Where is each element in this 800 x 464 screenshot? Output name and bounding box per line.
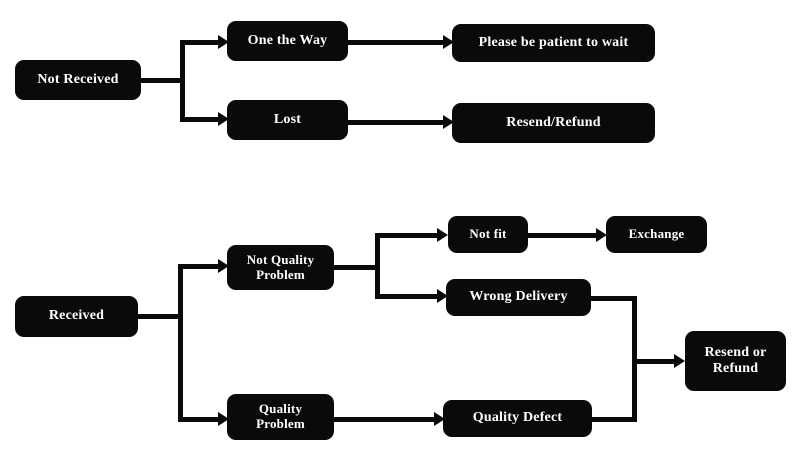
connector-to-wrong-delivery <box>375 294 439 299</box>
connector-to-not-quality-problem <box>178 264 220 269</box>
arrowhead-to-exchange <box>596 228 607 242</box>
arrowhead-to-not-fit <box>437 228 448 242</box>
node-not-quality-problem[interactable]: Not Quality Problem <box>227 245 334 290</box>
arrowhead-to-not-quality-problem <box>218 259 229 273</box>
connector-quality-defect-to-merge <box>592 417 637 422</box>
arrowhead-to-lost <box>218 112 229 126</box>
connector-not-received-split <box>180 40 185 122</box>
arrowhead-to-wrong-delivery <box>437 289 448 303</box>
node-resend-refund[interactable]: Resend/Refund <box>452 103 655 143</box>
arrowhead-to-resend-refund <box>443 115 454 129</box>
connector-to-quality-problem <box>178 417 220 422</box>
node-received[interactable]: Received <box>15 296 138 337</box>
arrowhead-to-quality-problem <box>218 412 229 426</box>
connector-merge-to-resend-or-refund <box>632 359 677 364</box>
node-wrong-delivery[interactable]: Wrong Delivery <box>446 279 591 316</box>
connector-lost-to-resend-refund <box>348 120 445 125</box>
connector-wrong-delivery-to-merge <box>591 296 637 301</box>
connector-not-quality-problem-stem <box>334 265 379 270</box>
node-resend-or-refund[interactable]: Resend or Refund <box>685 331 786 391</box>
arrowhead-to-resend-or-refund <box>674 354 685 368</box>
connector-quality-problem-to-quality-defect <box>334 417 436 422</box>
arrowhead-to-please-wait <box>443 35 454 49</box>
node-please-be-patient-to-wait[interactable]: Please be patient to wait <box>452 24 655 62</box>
connector-not-received-stem <box>140 78 185 83</box>
connector-to-lost <box>180 117 220 122</box>
connector-to-not-fit <box>375 233 439 238</box>
arrowhead-to-one-the-way <box>218 35 229 49</box>
node-quality-defect[interactable]: Quality Defect <box>443 400 592 437</box>
connector-received-split <box>178 264 183 422</box>
arrowhead-to-quality-defect <box>434 412 445 426</box>
connector-one-the-way-to-please-wait <box>348 40 445 45</box>
node-lost[interactable]: Lost <box>227 100 348 140</box>
node-exchange[interactable]: Exchange <box>606 216 707 253</box>
node-not-fit[interactable]: Not fit <box>448 216 528 253</box>
connector-not-fit-to-exchange <box>528 233 598 238</box>
connector-not-quality-problem-split <box>375 233 380 299</box>
node-not-received[interactable]: Not Received <box>15 60 141 100</box>
connector-to-one-the-way <box>180 40 220 45</box>
node-quality-problem[interactable]: Quality Problem <box>227 394 334 440</box>
node-one-the-way[interactable]: One the Way <box>227 21 348 61</box>
connector-received-stem <box>137 314 182 319</box>
